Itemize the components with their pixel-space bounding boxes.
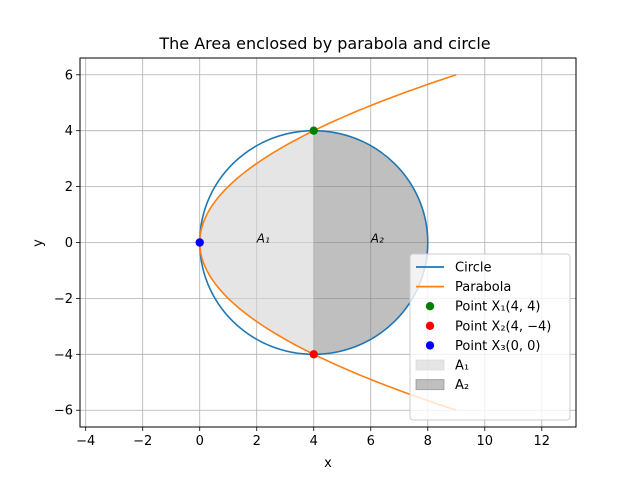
legend-label: Parabola xyxy=(455,280,511,295)
x-tick-label: 2 xyxy=(253,434,261,449)
legend-label: Circle xyxy=(455,261,492,276)
y-tick-label: −2 xyxy=(54,292,73,307)
x-tick-label: 8 xyxy=(424,434,432,449)
y-tick-label: 4 xyxy=(65,124,73,139)
x-tick-label: −4 xyxy=(76,434,95,449)
region-annotation: A₁ xyxy=(256,232,270,246)
legend-label: Point X₂(4, −4) xyxy=(455,319,551,334)
point-x3 xyxy=(195,238,204,247)
y-tick-label: −6 xyxy=(54,404,73,419)
legend-label: Point X₁(4, 4) xyxy=(455,300,540,315)
legend-dot-swatch xyxy=(425,321,435,330)
y-axis-label: y xyxy=(31,239,46,247)
legend-label: A₁ xyxy=(455,359,469,374)
points xyxy=(195,126,318,359)
region-annotation: A₂ xyxy=(370,232,384,246)
x-tick-label: 10 xyxy=(477,434,494,449)
x-axis-ticks: −4 −2 0 2 4 6 8 10 12 xyxy=(76,427,550,449)
legend-patch-swatch xyxy=(415,379,445,391)
y-tick-label: 2 xyxy=(65,180,73,195)
x-axis-label: x xyxy=(324,456,332,471)
y-tick-label: −4 xyxy=(54,348,73,363)
legend-label: Point X₃(0, 0) xyxy=(455,339,540,354)
legend-patch-swatch xyxy=(415,359,445,371)
shaded-regions xyxy=(199,130,428,355)
x-tick-label: 4 xyxy=(310,434,318,449)
x-tick-label: −2 xyxy=(133,434,152,449)
legend-dot-swatch xyxy=(425,302,435,311)
y-tick-label: 0 xyxy=(65,236,73,251)
chart-title: The Area enclosed by parabola and circle xyxy=(158,34,490,53)
x-tick-label: 12 xyxy=(534,434,551,449)
x-tick-label: 6 xyxy=(367,434,375,449)
legend-box xyxy=(409,253,571,421)
legend-label: A₂ xyxy=(455,378,469,393)
annotations: A₁ A₂ xyxy=(256,232,384,246)
point-x1 xyxy=(309,126,318,135)
y-axis-ticks: −6 −4 −2 0 2 4 6 xyxy=(54,68,80,419)
point-x2 xyxy=(309,350,318,359)
y-tick-label: 6 xyxy=(65,68,73,83)
region-a2 xyxy=(313,130,428,355)
legend-dot-swatch xyxy=(425,341,435,350)
x-tick-label: 0 xyxy=(196,434,204,449)
